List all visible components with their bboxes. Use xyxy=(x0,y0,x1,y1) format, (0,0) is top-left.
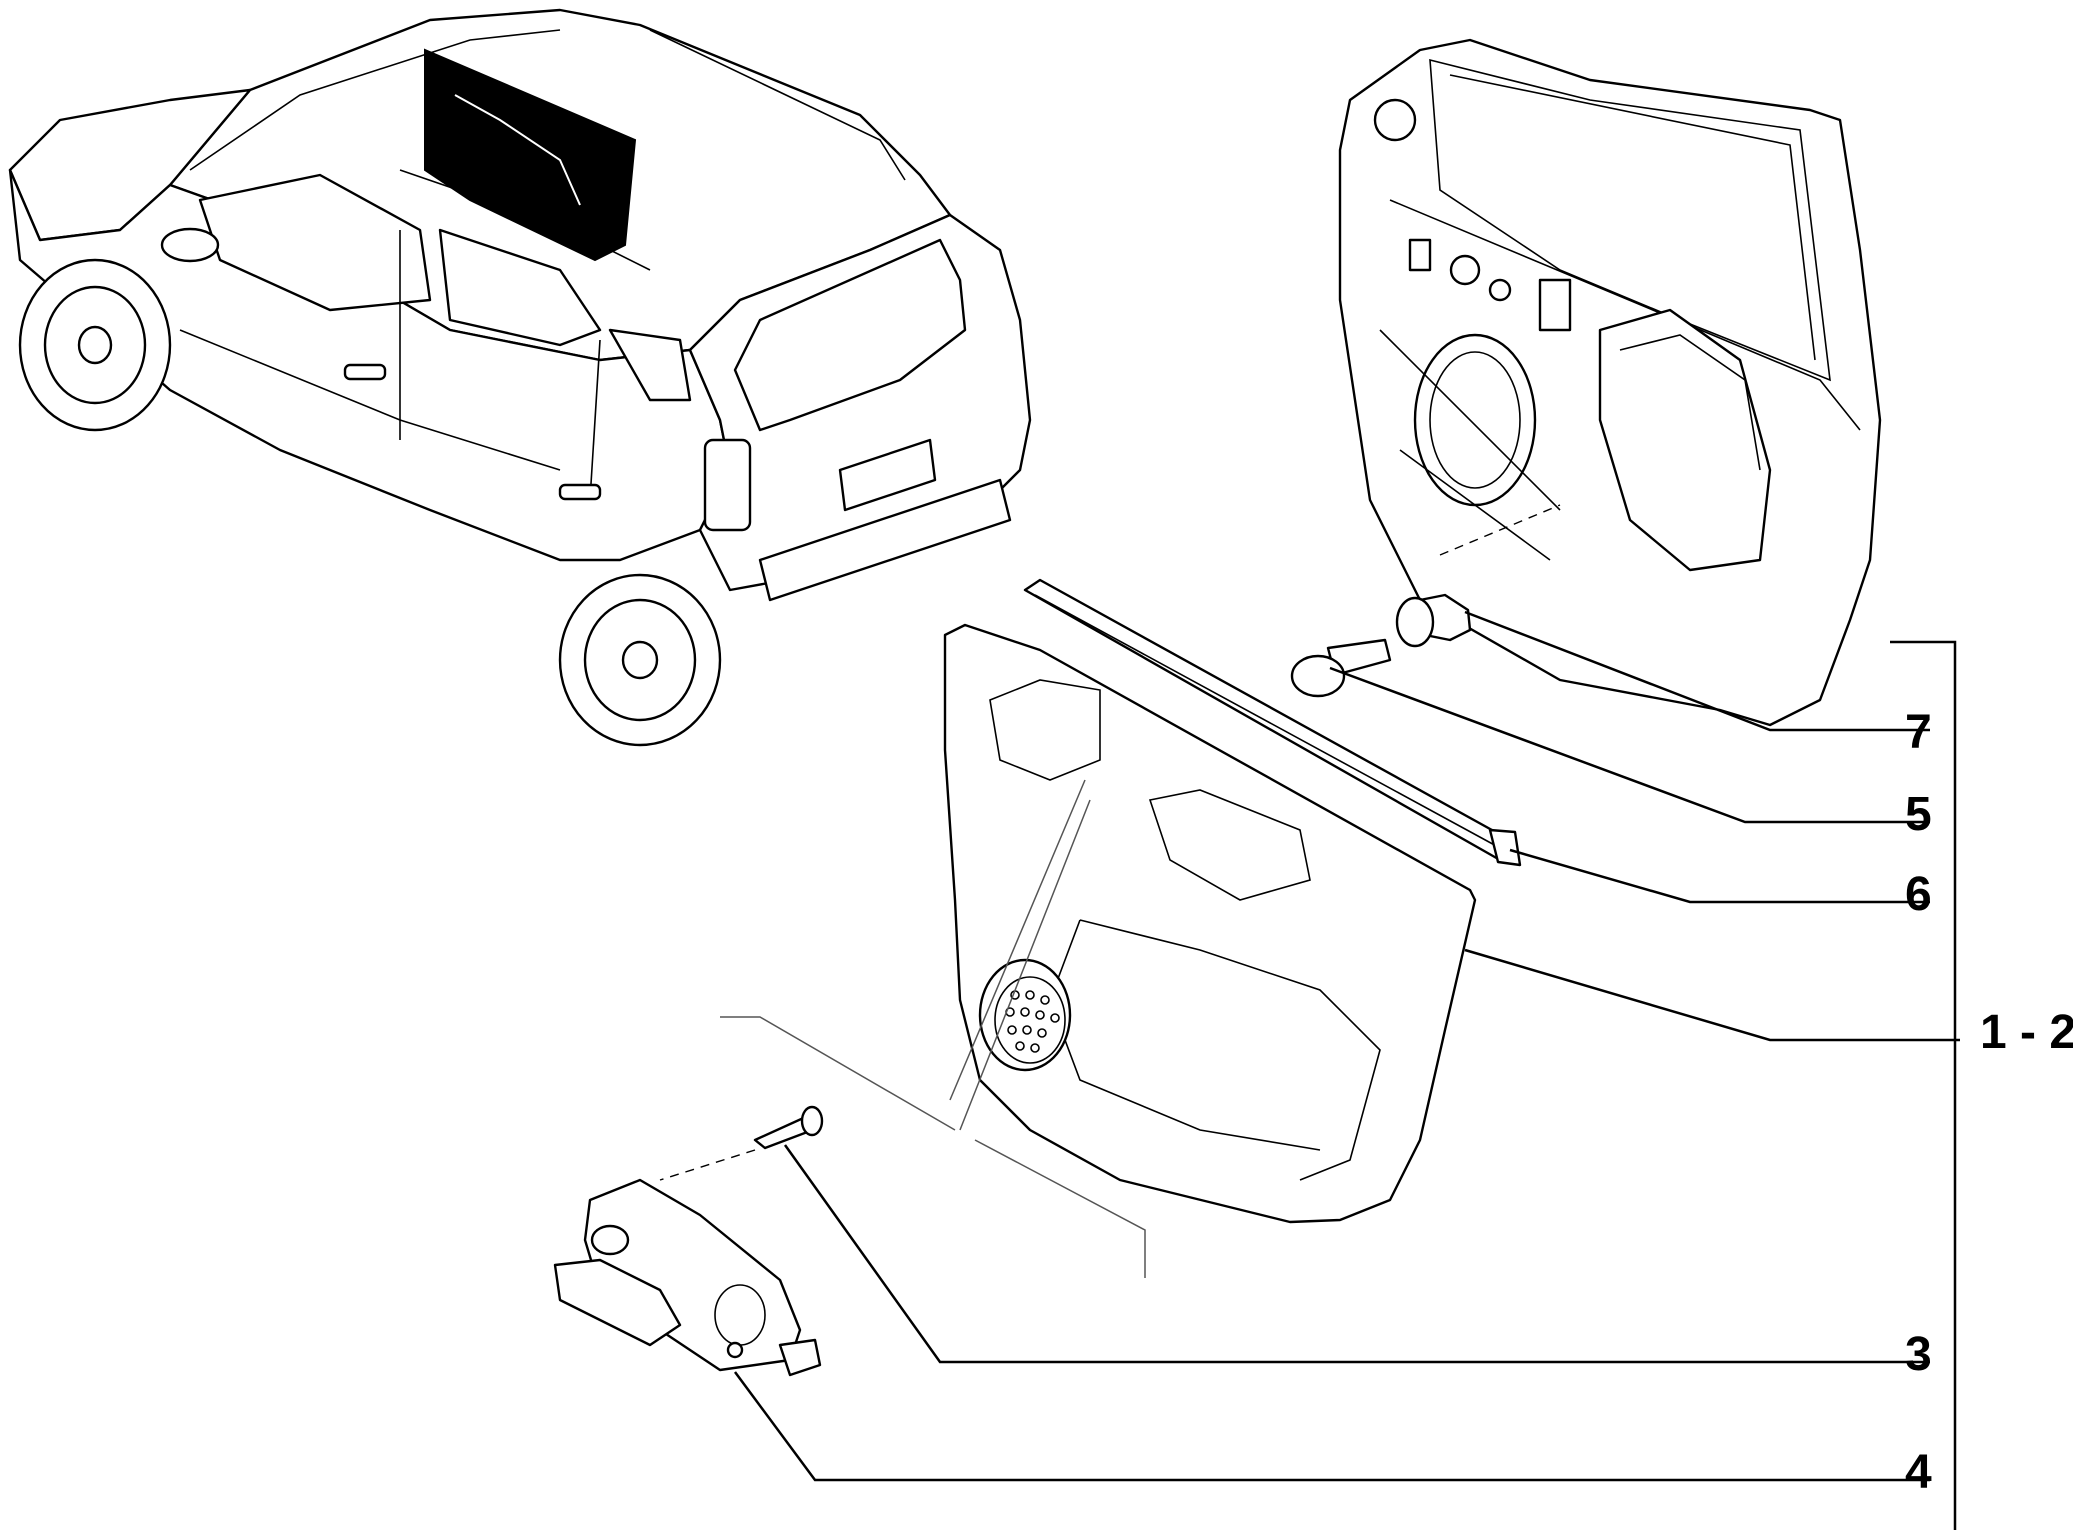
callout-5: 5 xyxy=(1905,788,1932,841)
callout-3: 3 xyxy=(1905,1328,1932,1381)
callout-6: 6 xyxy=(1905,868,1932,921)
door-inner-structure xyxy=(1338,38,1882,727)
car-illustration xyxy=(8,8,1032,747)
callout-1-2: 1 - 2 xyxy=(1980,1006,2073,1059)
part-1-2-door-trim-panel xyxy=(943,623,1477,1224)
part-6-weatherstrip xyxy=(1023,578,1522,867)
callout-7: 7 xyxy=(1905,706,1932,759)
callout-4: 4 xyxy=(1905,1446,1932,1499)
part-3-screw xyxy=(753,1105,824,1150)
highlighted-window xyxy=(424,48,637,262)
part-5-screw xyxy=(1290,638,1392,698)
leader-lines xyxy=(733,610,1960,1530)
part-4-inner-handle xyxy=(553,1178,822,1377)
part-7-clip xyxy=(1395,593,1472,648)
